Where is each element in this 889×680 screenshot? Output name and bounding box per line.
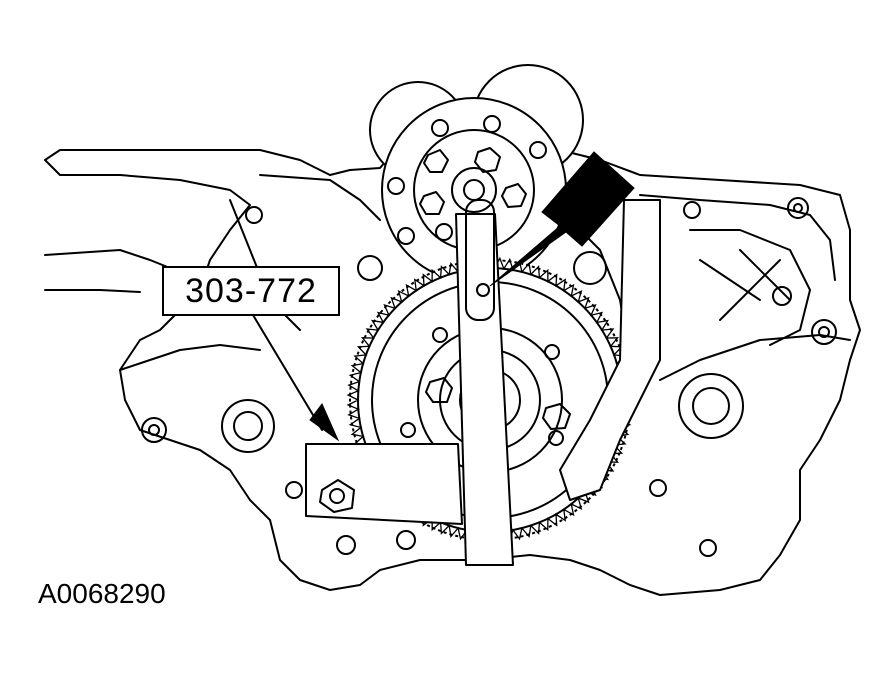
tool-bracket [305,443,463,525]
crank-gear-teeth [346,256,634,544]
block-bolt-holes [141,197,837,557]
callout-pointers [249,151,635,442]
tool-callout-label: 303-772 [162,266,340,316]
alignment-bar [455,199,514,566]
right-bracket-arm [559,199,661,501]
figure-id-label: A0068290 [38,578,166,609]
locating-arrow [489,151,635,287]
upper-sprocket [369,64,584,283]
